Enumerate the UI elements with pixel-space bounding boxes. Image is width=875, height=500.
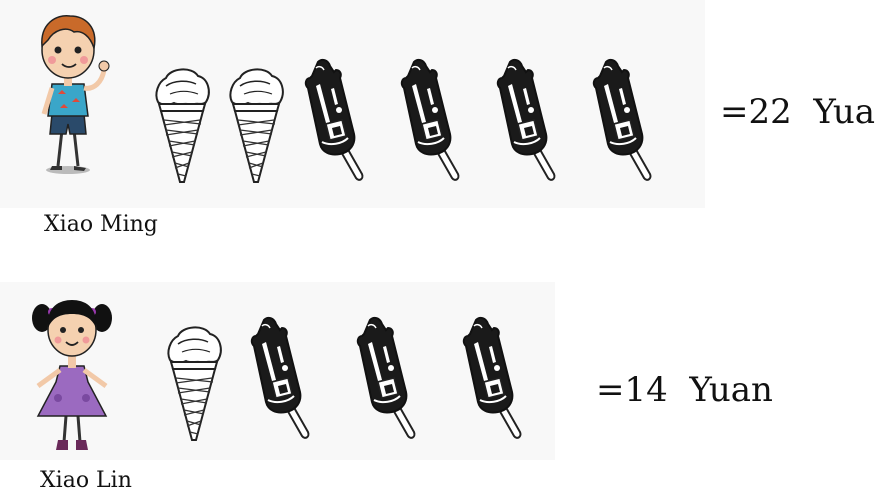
popsicle-icon <box>458 316 528 446</box>
person-name-row-1: Xiao Ming <box>44 212 158 237</box>
ice-cream-cone-icon <box>164 322 224 442</box>
girl-icon <box>22 290 122 460</box>
ice-cream-cone-icon <box>152 64 212 184</box>
person-name-row-2: Xiao Lin <box>40 468 132 493</box>
ice-cream-cone-icon <box>226 64 286 184</box>
popsicle-icon <box>396 58 466 188</box>
popsicle-icon <box>300 58 370 188</box>
popsicle-icon <box>588 58 658 188</box>
popsicle-icon <box>352 316 422 446</box>
popsicle-icon <box>492 58 562 188</box>
boy-icon <box>18 10 118 180</box>
total-price-row-1: =22 Yuan <box>720 92 875 132</box>
popsicle-icon <box>246 316 316 446</box>
total-price-row-2: =14 Yuan <box>596 370 773 410</box>
